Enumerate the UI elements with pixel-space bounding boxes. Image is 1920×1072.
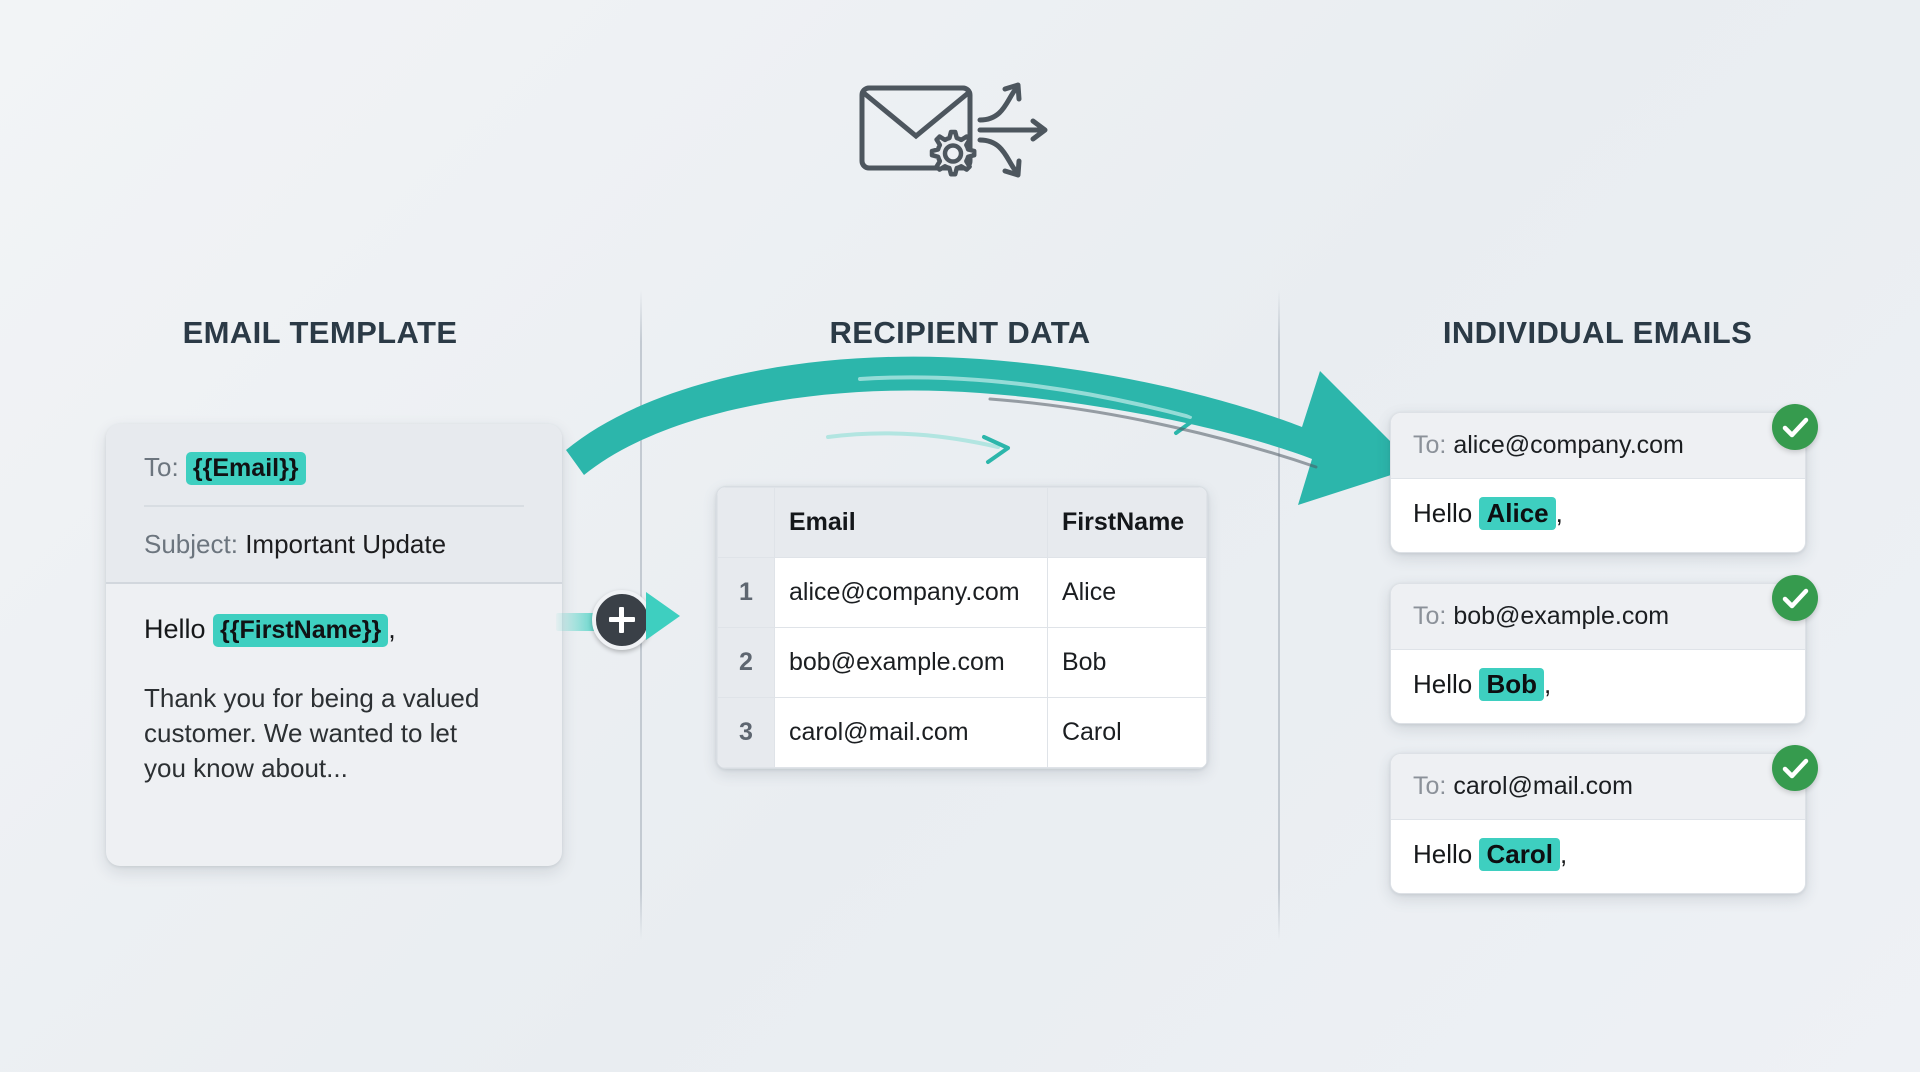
table-header-email: Email (774, 487, 1048, 558)
table-row[interactable]: 1 alice@company.com Alice (717, 557, 1207, 628)
template-subject-row: Subject: Important Update (144, 507, 524, 560)
email-template-body: Hello {{FirstName}}, Thank you for being… (106, 584, 562, 787)
check-circle-icon (1772, 575, 1818, 621)
recipient-data-table[interactable]: Email FirstName 1 alice@company.com Alic… (716, 486, 1208, 769)
email-to-value: bob@example.com (1453, 602, 1670, 630)
triangle-right-icon (646, 592, 680, 640)
email-template-card: To: {{Email}} Subject: Important Update … (106, 424, 562, 866)
table-header-firstname: FirstName (1046, 487, 1207, 558)
email-greeting-suffix: , (1555, 498, 1563, 528)
cell-firstname: Alice (1046, 557, 1207, 628)
template-greeting-prefix: Hello (144, 614, 214, 644)
section-title-individual-emails: INDIVIDUAL EMAILS (1442, 315, 1753, 350)
individual-email-card[interactable]: To: carol@mail.com Hello Carol, (1390, 753, 1806, 894)
email-to-label: To: (1413, 431, 1447, 459)
template-body-paragraph: Thank you for being a valued customer. W… (144, 683, 480, 784)
cell-firstname: Carol (1046, 697, 1207, 768)
email-card-body: Hello Bob, (1391, 650, 1805, 723)
cell-firstname: Bob (1046, 627, 1207, 698)
cell-email: alice@company.com (774, 557, 1048, 628)
email-name-tag: Bob (1479, 668, 1545, 701)
table-header-row: Email FirstName (717, 487, 1207, 558)
row-number: 3 (717, 697, 775, 768)
template-subject-value: Important Update (245, 529, 447, 559)
template-greeting-line: Hello {{FirstName}}, (144, 614, 524, 647)
table-header-gutter (717, 487, 775, 558)
table-row[interactable]: 2 bob@example.com Bob (717, 627, 1207, 698)
column-divider-right (1278, 290, 1280, 940)
individual-email-card[interactable]: To: bob@example.com Hello Bob, (1390, 583, 1806, 724)
email-greeting-prefix: Hello (1413, 839, 1480, 869)
template-subject-label: Subject: (144, 529, 238, 559)
email-greeting-suffix: , (1544, 669, 1552, 699)
template-firstname-token: {{FirstName}} (213, 614, 389, 647)
check-circle-icon (1772, 404, 1818, 450)
merge-connector (556, 590, 680, 652)
email-card-body: Hello Carol, (1391, 820, 1805, 893)
row-number: 1 (717, 557, 775, 628)
email-greeting-prefix: Hello (1413, 669, 1480, 699)
individual-email-card[interactable]: To: alice@company.com Hello Alice, (1390, 412, 1806, 553)
cell-email: bob@example.com (774, 627, 1048, 698)
envelope-gear-arrows-icon (855, 70, 1065, 195)
email-card-body: Hello Alice, (1391, 479, 1805, 552)
email-name-tag: Carol (1479, 838, 1560, 871)
check-circle-icon (1772, 745, 1818, 791)
template-greeting-suffix: , (388, 614, 396, 644)
email-to-value: carol@mail.com (1453, 772, 1633, 800)
email-to-label: To: (1413, 602, 1447, 630)
email-card-header: To: alice@company.com (1391, 413, 1805, 479)
section-title-recipient-data: RECIPIENT DATA (829, 315, 1091, 350)
email-greeting-prefix: Hello (1413, 498, 1480, 528)
table-row[interactable]: 3 carol@mail.com Carol (717, 697, 1207, 768)
email-card-header: To: carol@mail.com (1391, 754, 1805, 820)
row-number: 2 (717, 627, 775, 698)
email-template-header: To: {{Email}} Subject: Important Update (106, 424, 562, 584)
plus-circle-icon (592, 590, 652, 650)
template-to-label: To: (144, 452, 179, 482)
email-name-tag: Alice (1479, 497, 1556, 530)
section-title-email-template: EMAIL TEMPLATE (182, 315, 458, 350)
email-greeting-suffix: , (1559, 839, 1568, 869)
template-email-token: {{Email}} (185, 452, 306, 485)
email-to-value: alice@company.com (1453, 431, 1684, 459)
email-to-label: To: (1413, 772, 1447, 800)
email-card-header: To: bob@example.com (1391, 584, 1805, 650)
template-to-row: To: {{Email}} (144, 452, 524, 507)
cell-email: carol@mail.com (774, 697, 1048, 768)
